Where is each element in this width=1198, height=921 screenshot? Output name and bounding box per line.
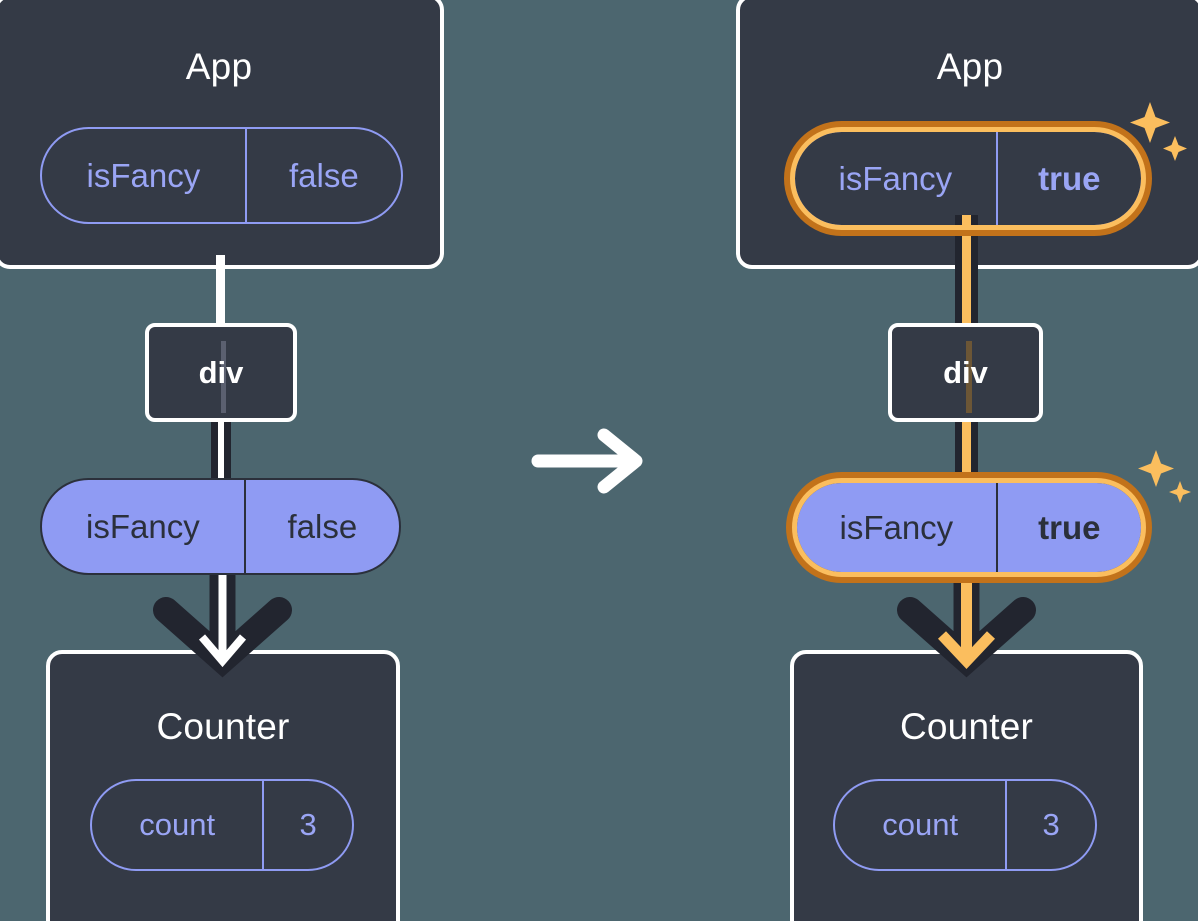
pill-value: true: [995, 132, 1141, 225]
pill-key: count: [882, 807, 959, 842]
connector-through-div-after: [966, 341, 972, 413]
connector-div-to-prop-core-before: [218, 420, 224, 482]
counter-card-title: Counter: [899, 706, 1034, 747]
prop-pill-after[interactable]: isFancy true: [795, 481, 1143, 574]
connector-div-to-prop-core-after: [962, 418, 971, 490]
counter-card-after: Counter: [790, 650, 1143, 921]
connector-app-to-div-core-after: [962, 215, 971, 330]
pill-value: 3: [1005, 781, 1095, 869]
arrow-right-icon: [531, 428, 643, 494]
pill-key: count: [139, 807, 216, 842]
sparkles-prop-after: [1136, 448, 1194, 510]
app-state-pill-after[interactable]: isFancy true: [793, 130, 1143, 227]
div-node-label: div: [198, 354, 244, 390]
counter-state-pill-before[interactable]: count 3: [90, 779, 354, 871]
div-node-before: div: [145, 323, 297, 422]
pill-value: true: [995, 483, 1141, 572]
connector-through-div-before: [221, 341, 226, 413]
sparkles-icon: [1138, 450, 1191, 503]
pill-value: false: [244, 129, 401, 222]
app-state-pill-before[interactable]: isFancy false: [40, 127, 403, 224]
div-node-label: div: [943, 354, 988, 390]
connector-app-to-div-before: [216, 255, 225, 325]
pill-value: 3: [262, 781, 352, 869]
div-node-after: div: [888, 323, 1043, 422]
counter-card-title: Counter: [156, 706, 290, 747]
pill-value: false: [243, 480, 399, 573]
counter-state-pill-after[interactable]: count 3: [833, 779, 1097, 871]
prop-pill-before[interactable]: isFancy false: [40, 478, 401, 575]
pill-key: isFancy: [86, 156, 201, 194]
pill-key: isFancy: [838, 159, 953, 197]
transition-arrow: [530, 428, 650, 494]
counter-card-before: Counter: [46, 650, 400, 921]
pill-key: isFancy: [86, 507, 200, 545]
app-card-title: App: [185, 46, 253, 87]
pill-key: isFancy: [839, 508, 954, 546]
app-card-title: App: [936, 46, 1004, 87]
